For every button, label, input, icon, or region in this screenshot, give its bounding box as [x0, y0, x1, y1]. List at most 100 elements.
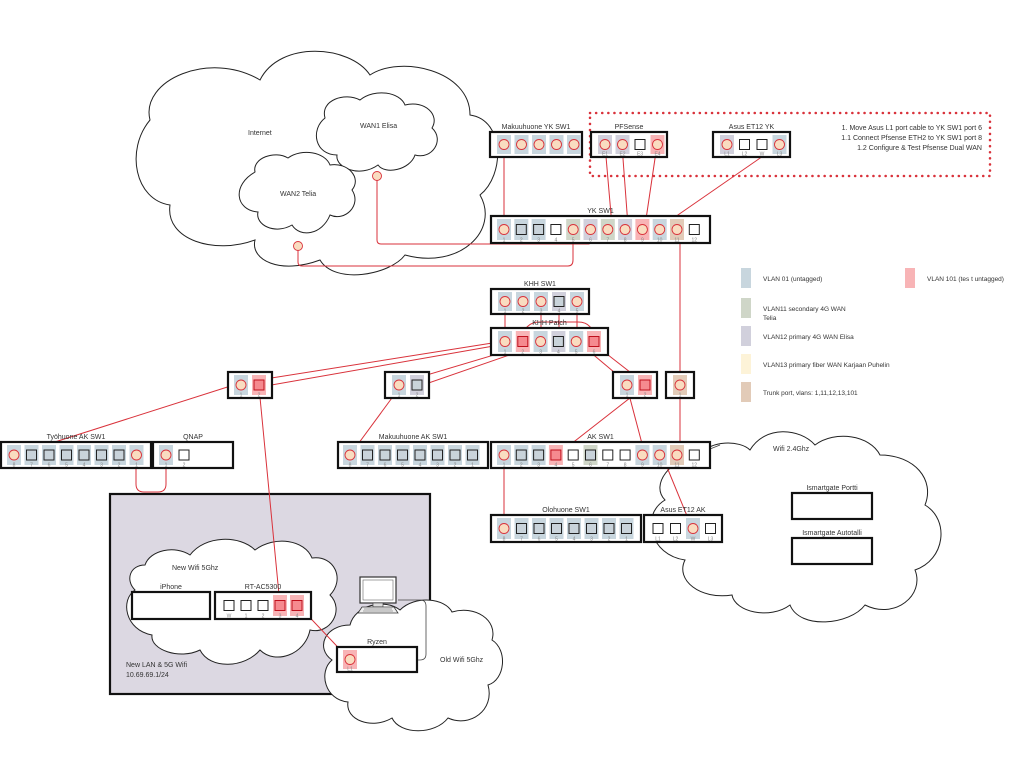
port[interactable]: 2 [516, 292, 530, 315]
port[interactable]: 7 [600, 219, 615, 244]
port[interactable]: 11 [670, 445, 684, 469]
port[interactable]: 9 [635, 445, 650, 469]
port[interactable]: 4 [290, 595, 304, 620]
port[interactable]: 2 [514, 219, 529, 244]
device-ismartgate-autotalli[interactable]: Ismartgate Autotalli [790, 530, 874, 566]
port[interactable]: 1 [497, 219, 511, 244]
port[interactable]: 6 [42, 445, 56, 469]
port[interactable]: 5 [566, 219, 581, 244]
port[interactable]: 6 [587, 331, 601, 356]
port[interactable]: 5 [395, 445, 410, 469]
port[interactable]: 2 [178, 449, 190, 469]
port[interactable]: 4 [413, 445, 427, 469]
port[interactable] [532, 135, 546, 154]
port[interactable]: 6 [532, 518, 546, 543]
device-makuuhuone-yk-sw1[interactable]: Makuuhuone YK SW1 [488, 124, 584, 159]
port[interactable]: 2 [514, 445, 529, 469]
port[interactable]: 5 [59, 445, 74, 469]
port[interactable]: 3 [430, 445, 445, 469]
port[interactable]: 5 [569, 331, 584, 356]
port[interactable]: E3 [634, 139, 646, 158]
port[interactable]: 4 [77, 445, 91, 469]
port[interactable]: 2 [602, 518, 616, 543]
port[interactable]: E1 [598, 135, 612, 158]
port[interactable]: 2 [252, 375, 266, 399]
port[interactable]: 7 [602, 449, 614, 469]
port[interactable]: 8 [343, 445, 357, 469]
port[interactable]: 5 [567, 449, 579, 469]
port[interactable]: 2 [410, 375, 424, 399]
port[interactable]: L3 [772, 135, 787, 158]
port[interactable]: 2 [257, 600, 269, 620]
port[interactable]: 3 [584, 518, 599, 543]
port[interactable]: 2 [112, 445, 126, 469]
port[interactable]: 1 [673, 375, 687, 399]
port[interactable]: 1 [498, 292, 512, 315]
port[interactable]: 1 [129, 445, 144, 469]
port[interactable]: 6 [583, 219, 598, 244]
port[interactable]: 1 [619, 518, 634, 543]
port[interactable] [497, 135, 511, 154]
port[interactable]: 11 [670, 219, 684, 244]
port[interactable]: 1 [498, 331, 512, 356]
port[interactable]: 1 [240, 600, 252, 620]
port[interactable]: E2 [615, 135, 630, 158]
port[interactable]: 3 [531, 219, 546, 244]
port[interactable]: L1 [652, 523, 664, 543]
device-ismartgate-portti[interactable]: Ismartgate Portti [790, 485, 874, 521]
port[interactable]: W [223, 600, 235, 620]
port[interactable] [514, 135, 529, 154]
port[interactable]: L1 [343, 650, 357, 673]
port[interactable]: L1 [720, 135, 734, 158]
port[interactable]: 4 [548, 445, 563, 469]
port[interactable]: 8 [618, 219, 633, 244]
device-wall-d[interactable]: 1 [664, 370, 696, 400]
port[interactable]: 1 [392, 375, 406, 399]
port[interactable]: L3 [705, 523, 716, 543]
port[interactable]: 1 [465, 445, 480, 469]
port[interactable]: 4 [551, 331, 566, 356]
port[interactable]: 5 [549, 518, 564, 543]
port[interactable]: 7 [514, 518, 529, 543]
port[interactable]: 7 [360, 445, 375, 469]
port[interactable]: L2 [739, 139, 750, 158]
port[interactable]: W [686, 518, 700, 543]
port[interactable]: 4 [550, 224, 562, 244]
port[interactable]: E4 [650, 135, 665, 158]
port[interactable]: 3 [533, 331, 548, 356]
port[interactable] [567, 135, 581, 154]
port[interactable]: 3 [534, 292, 548, 315]
port[interactable] [549, 135, 564, 154]
port[interactable]: 1 [234, 375, 248, 399]
port[interactable]: 3 [531, 445, 546, 469]
port[interactable]: 10 [652, 445, 667, 469]
port[interactable]: 8 [7, 445, 21, 469]
port[interactable]: 2 [448, 445, 462, 469]
port[interactable]: 10 [652, 219, 667, 244]
port[interactable]: 1 [497, 445, 511, 469]
port[interactable]: 9 [635, 219, 650, 244]
device-iphone[interactable]: iPhone [130, 584, 212, 621]
port[interactable]: 12 [688, 224, 700, 244]
port[interactable]: 1 [620, 375, 634, 399]
port[interactable]: 8 [619, 449, 631, 469]
port[interactable]: 3 [273, 595, 287, 620]
port[interactable]: 2 [515, 331, 530, 356]
port[interactable]: 3 [94, 445, 109, 469]
port[interactable]: 5 [570, 292, 584, 315]
port[interactable]: 6 [583, 445, 598, 469]
